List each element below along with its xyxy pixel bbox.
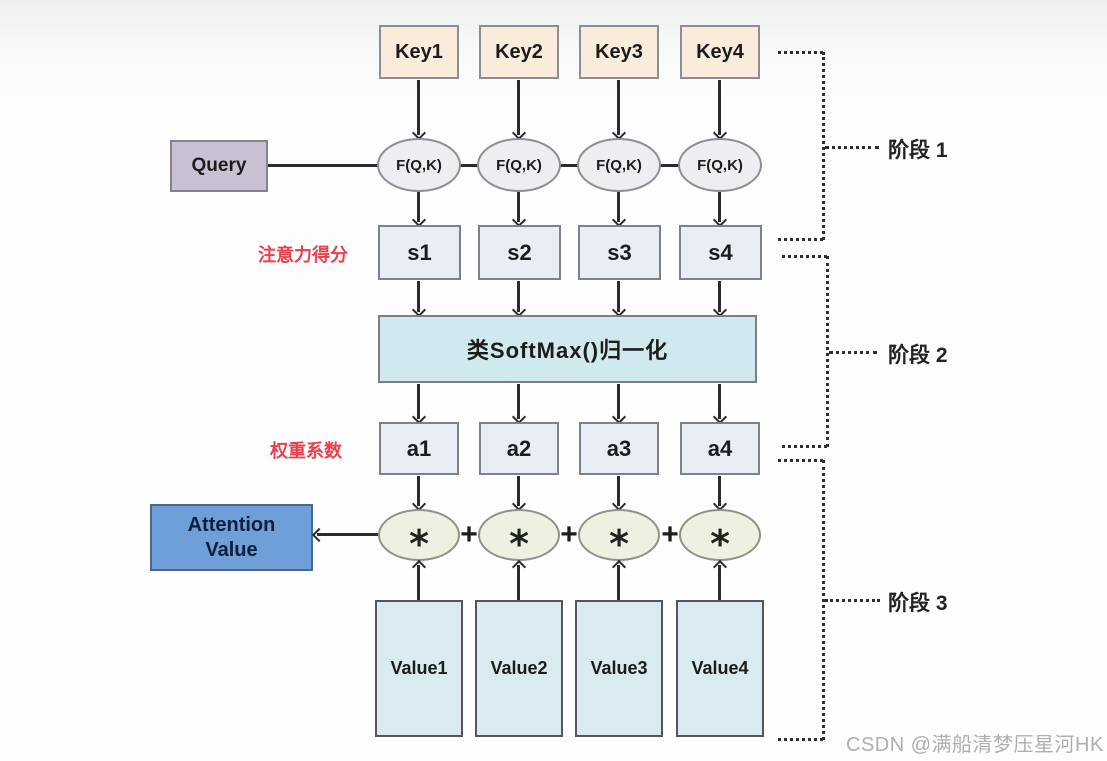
asterisk-symbol: * — [409, 522, 429, 566]
arrow-softmax-to-a3 — [612, 384, 625, 422]
line-f2-to-f3 — [560, 164, 578, 167]
stage3-bracket-bottom — [778, 738, 823, 741]
stage2-bracket-top — [782, 255, 827, 258]
arrow-key1-to-f1 — [412, 80, 425, 138]
arrow-mult1-to-attention-value — [314, 528, 378, 541]
plus-operator-2: + — [560, 518, 578, 551]
arrow-key3-to-f3 — [612, 80, 625, 138]
stage3-bracket-top — [778, 459, 823, 462]
watermark: CSDN @满船清梦压星河HK — [846, 734, 1104, 756]
arrow-s2-to-softmax — [512, 281, 525, 315]
score-box-3: s3 — [578, 225, 661, 280]
arrow-value2-to-mult2 — [512, 562, 525, 600]
plus-operator-3: + — [661, 518, 679, 551]
arrow-key2-to-f2 — [512, 80, 525, 138]
stage2-bracket-tick — [829, 351, 877, 354]
score-box-4: s4 — [679, 225, 762, 280]
value-box-4: Value4 — [676, 600, 764, 737]
stage-label-2: 阶段 2 — [888, 344, 948, 367]
asterisk-symbol: * — [710, 522, 730, 566]
key-box-2: Key2 — [479, 25, 559, 79]
arrow-s4-to-softmax — [713, 281, 726, 315]
stage2-bracket-vertical — [826, 256, 829, 447]
arrow-f3-to-s3 — [612, 192, 625, 225]
key-box-1: Key1 — [379, 25, 459, 79]
multiply-node-3: * — [578, 509, 660, 566]
asterisk-symbol: * — [609, 522, 629, 566]
score-box-2: s2 — [478, 225, 561, 280]
stage1-bracket-vertical — [822, 52, 825, 240]
attention-value-box: Attention Value — [150, 504, 313, 571]
stage1-bracket-bottom — [778, 238, 823, 241]
arrow-softmax-to-a1 — [412, 384, 425, 422]
multiply-node-4: * — [679, 509, 761, 566]
stage2-bracket-bottom — [782, 445, 827, 448]
fqk-node-3: F(Q,K) — [577, 138, 661, 192]
stage-label-1: 阶段 1 — [888, 139, 948, 162]
value-box-1: Value1 — [375, 600, 463, 737]
line-f3-to-f4 — [660, 164, 679, 167]
softmax-box: 类SoftMax()归一化 — [378, 315, 757, 383]
multiply-node-1: * — [378, 509, 460, 566]
arrow-a4-to-mult4 — [713, 476, 726, 509]
key-box-3: Key3 — [579, 25, 659, 79]
arrow-softmax-to-a4 — [713, 384, 726, 422]
fqk-node-4: F(Q,K) — [678, 138, 762, 192]
arrow-s1-to-softmax — [412, 281, 425, 315]
arrow-value1-to-mult1 — [412, 562, 425, 600]
stage-label-3: 阶段 3 — [888, 592, 948, 615]
fqk-node-2: F(Q,K) — [477, 138, 561, 192]
fqk-node-1: F(Q,K) — [377, 138, 461, 192]
value-box-2: Value2 — [475, 600, 563, 737]
score-row-label: 注意力得分 — [258, 245, 348, 265]
arrow-f1-to-s1 — [412, 192, 425, 225]
arrow-value3-to-mult3 — [612, 562, 625, 600]
arrow-a1-to-mult1 — [412, 476, 425, 509]
weight-box-2: a2 — [479, 422, 559, 475]
weight-box-1: a1 — [379, 422, 459, 475]
weight-row-label: 权重系数 — [270, 441, 342, 461]
weight-box-3: a3 — [579, 422, 659, 475]
stage1-bracket-tick — [825, 146, 879, 149]
stage3-bracket-vertical — [822, 460, 825, 740]
key-box-4: Key4 — [680, 25, 760, 79]
stage3-bracket-tick — [825, 599, 880, 602]
line-query-to-f1 — [268, 164, 378, 167]
plus-operator-1: + — [460, 518, 478, 551]
score-box-1: s1 — [378, 225, 461, 280]
asterisk-symbol: * — [509, 522, 529, 566]
query-box: Query — [170, 140, 268, 192]
arrow-value4-to-mult4 — [713, 562, 726, 600]
weight-box-4: a4 — [680, 422, 760, 475]
arrow-f2-to-s2 — [512, 192, 525, 225]
multiply-node-2: * — [478, 509, 560, 566]
arrow-s3-to-softmax — [612, 281, 625, 315]
arrow-a2-to-mult2 — [512, 476, 525, 509]
arrow-softmax-to-a2 — [512, 384, 525, 422]
arrow-a3-to-mult3 — [612, 476, 625, 509]
arrow-f4-to-s4 — [713, 192, 726, 225]
arrow-key4-to-f4 — [713, 80, 726, 138]
value-box-3: Value3 — [575, 600, 663, 737]
line-f1-to-f2 — [460, 164, 478, 167]
stage1-bracket-top — [778, 51, 823, 54]
